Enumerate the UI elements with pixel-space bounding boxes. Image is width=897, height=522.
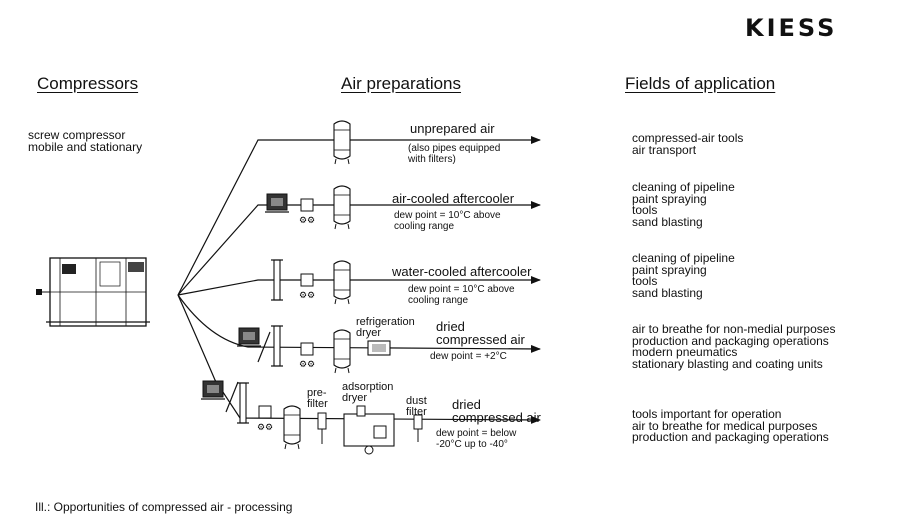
field-item: paint spraying: [632, 262, 707, 277]
header-compressors: Compressors: [37, 74, 139, 93]
field-item: tools: [632, 274, 658, 288]
field-item: stationary blasting and coating units: [632, 356, 823, 371]
condensate-separator-icon: [298, 342, 316, 371]
row-note: dew point = 10°C above cooling range: [408, 284, 515, 306]
dust-filter-icon: [413, 414, 423, 442]
note-line: cooling range: [394, 221, 455, 232]
condensate-separator-icon: [256, 405, 274, 434]
field-item: cleaning of pipeline: [632, 251, 735, 265]
pre-filter-label: pre- filter: [307, 388, 328, 410]
compressor-description: screw compressor mobile and stationary: [28, 128, 143, 154]
fields-list: air to breathe for non-medial purposes p…: [632, 322, 836, 371]
air-receiver-tank-icon: [333, 329, 351, 374]
field-item: air to breathe for medical purposes: [632, 418, 818, 433]
title-line: dried: [452, 397, 481, 412]
row-note: dew point = 10°C above cooling range: [394, 210, 501, 232]
note-line: dew point = below: [436, 428, 517, 439]
fields-list: cleaning of pipeline paint spraying tool…: [632, 180, 735, 229]
note-line: dew point = 10°C above: [408, 284, 515, 295]
row-note: (also pipes equipped with filters): [408, 143, 500, 165]
refrigeration-dryer-label: refrigeration dryer: [356, 317, 415, 339]
water-cooled-aftercooler-icon: [270, 325, 284, 367]
kiess-logo: KIESS: [745, 14, 838, 42]
note-line: with filters): [408, 154, 456, 165]
air-cooled-aftercooler-icon: [200, 380, 226, 400]
adsorption-dryer-label: adsorption dryer: [342, 382, 393, 404]
title-line: dried: [436, 319, 465, 334]
air-cooled-aftercooler-icon: [236, 327, 262, 347]
note-line: -20°C up to -40°: [436, 439, 508, 450]
note-line: cooling range: [408, 295, 469, 306]
label-line: filter: [307, 398, 328, 410]
field-item: sand blasting: [632, 285, 703, 300]
title-line: compressed air: [436, 332, 525, 347]
fields-list: cleaning of pipeline paint spraying tool…: [632, 251, 735, 300]
field-item: cleaning of pipeline: [632, 180, 735, 194]
pre-filter-icon: [317, 412, 327, 444]
row-note: dew point = below -20°C up to -40°: [436, 428, 516, 450]
air-cooled-aftercooler-icon: [264, 193, 290, 213]
dust-filter-label: dust filter: [406, 396, 427, 418]
line-refrigeration: [177, 294, 541, 353]
line-air-cooled: [177, 201, 541, 296]
adsorption-dryer-icon: [343, 405, 395, 455]
compressor-desc-line: screw compressor: [28, 128, 126, 142]
field-item: modern pneumatics: [632, 345, 738, 359]
header-fields-of-application: Fields of application: [625, 74, 776, 93]
header-air-preparations: Air preparations: [341, 74, 462, 93]
refrigeration-dryer-icon: [367, 340, 391, 356]
field-item: sand blasting: [632, 214, 703, 229]
air-receiver-tank-icon: [333, 260, 351, 305]
label-line: pre-: [307, 387, 327, 399]
condensate-separator-icon: [298, 273, 316, 302]
row-title-unprepared-air: unprepared air: [410, 121, 495, 136]
field-item: production and packaging operations: [632, 333, 829, 348]
label-line: adsorption: [342, 381, 394, 393]
label-line: dryer: [356, 327, 382, 339]
compressor-desc-line: mobile and stationary: [28, 139, 143, 154]
fields-list: compressed-air tools air transport: [632, 131, 744, 157]
note-line: (also pipes equipped: [408, 143, 501, 154]
field-item: production and packaging operations: [632, 430, 829, 444]
label-line: dust: [406, 395, 427, 407]
label-line: filter: [406, 406, 427, 418]
line-adsorption: [177, 294, 541, 424]
air-receiver-tank-icon: [333, 120, 351, 165]
air-receiver-tank-icon: [333, 185, 351, 230]
air-receiver-tank-icon: [283, 405, 301, 450]
row-title-dried-compressed-air: dried compressed air: [436, 320, 525, 346]
fields-list: tools important for operation air to bre…: [632, 407, 829, 444]
field-item: tools: [632, 203, 658, 217]
alternative-slash: [257, 331, 271, 363]
title-line: compressed air: [452, 410, 541, 425]
line-unprepared: [177, 136, 541, 296]
label-line: refrigeration: [356, 316, 415, 328]
condensate-separator-icon: [298, 198, 316, 227]
row-title-dried-compressed-air: dried compressed air: [452, 398, 541, 424]
row-title-water-cooled-aftercooler: water-cooled aftercooler: [392, 264, 532, 279]
figure-caption: Ill.: Opportunities of compressed air - …: [35, 500, 293, 514]
field-item: air transport: [632, 142, 697, 157]
label-line: dryer: [342, 392, 368, 404]
row-note: dew point = +2°C: [430, 351, 507, 362]
field-item: tools important for operation: [632, 407, 782, 421]
field-item: air to breathe for non-medial purposes: [632, 322, 836, 336]
field-item: paint spraying: [632, 191, 707, 206]
note-line: dew point = 10°C above: [394, 210, 501, 221]
row-title-air-cooled-aftercooler: air-cooled aftercooler: [392, 191, 515, 206]
field-item: compressed-air tools: [632, 131, 744, 145]
line-water-cooled: [177, 276, 541, 296]
screw-compressor-icon: [36, 257, 150, 327]
note-line: dew point = +2°C: [430, 351, 507, 362]
alternative-slash: [225, 381, 239, 413]
